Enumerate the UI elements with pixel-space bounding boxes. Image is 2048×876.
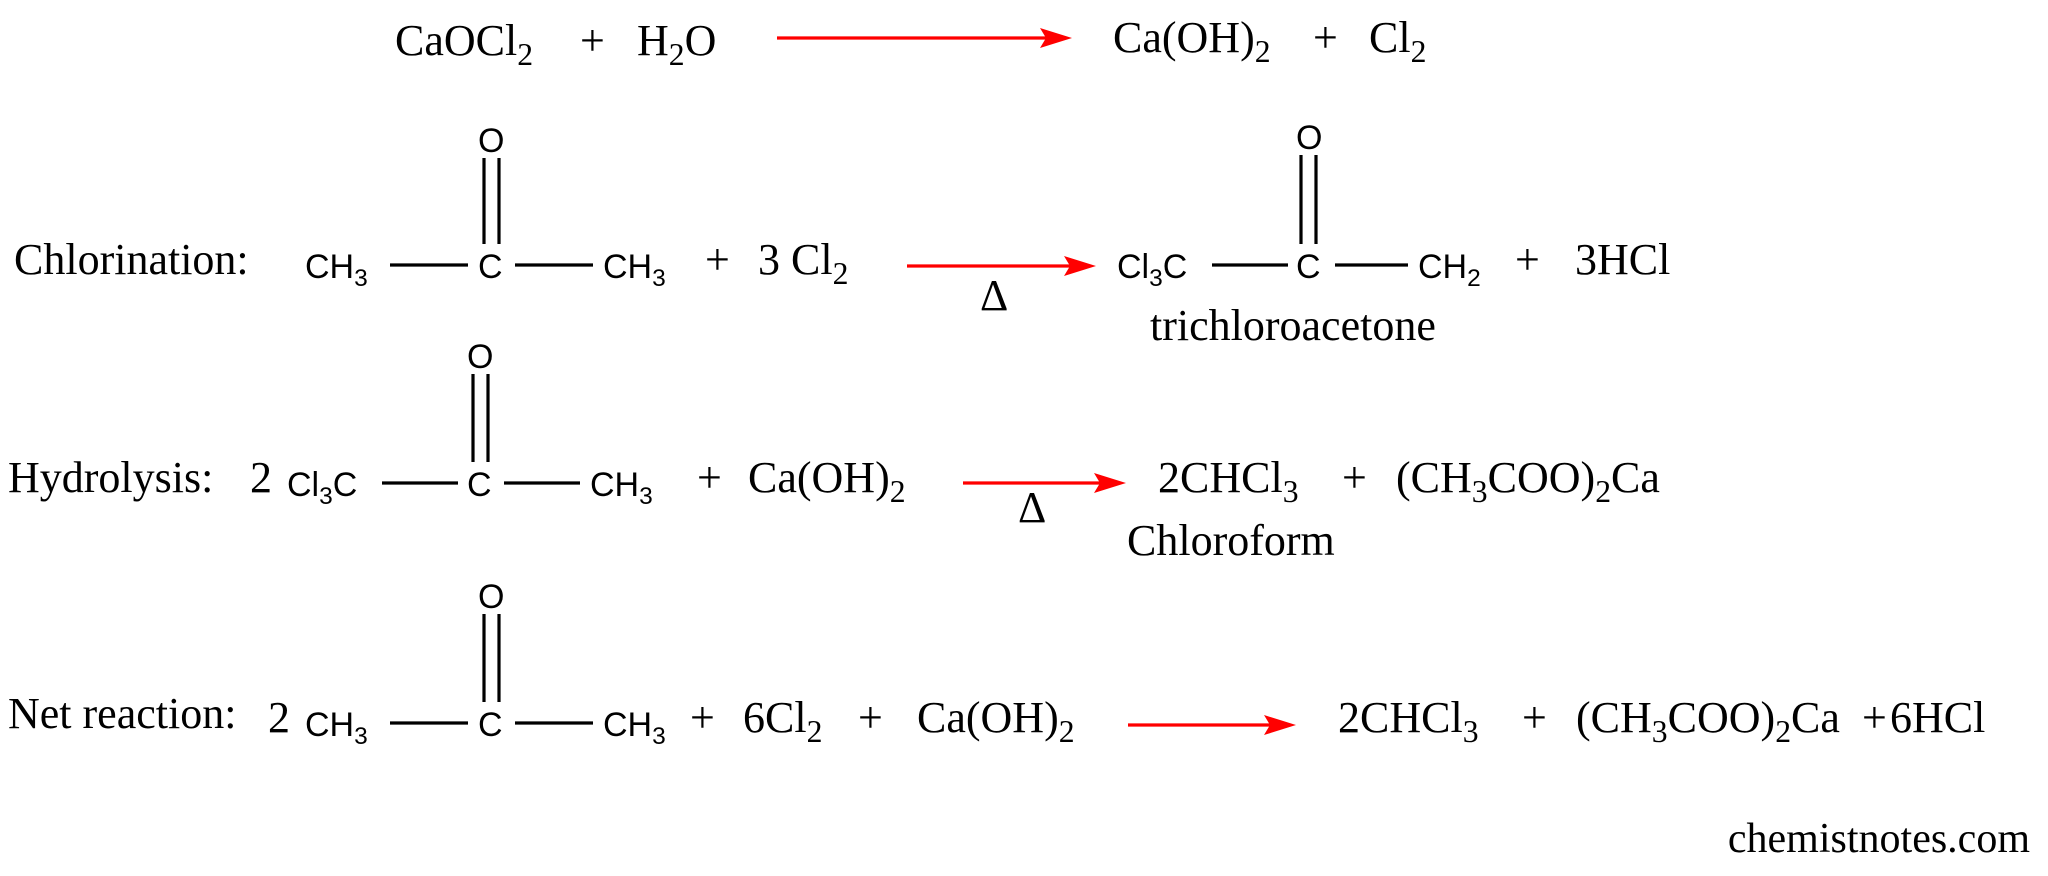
r4-chlorine-reagent: 6Cl2	[743, 693, 822, 749]
reaction-1: CaOCl2 + H2O Ca(OH)2 + Cl2	[395, 13, 1426, 72]
r4-plus-4: +	[1862, 693, 1887, 742]
r4-calcium-acetate: (CH3COO)2Ca	[1576, 693, 1840, 749]
r3-calcium-acetate: (CH3COO)2Ca	[1396, 453, 1660, 509]
r2-plus-1: +	[705, 235, 730, 284]
r4-chloroform: 2CHCl3	[1338, 693, 1479, 749]
r1-arrow	[777, 28, 1072, 48]
reaction-4-net: Net reaction: 2 CH3 C CH3 O + 6Cl2 + Ca(…	[8, 578, 1985, 750]
r3-calcium-hydroxide: Ca(OH)2	[748, 453, 906, 509]
r3-label: Hydrolysis:	[8, 453, 213, 502]
reaction-3-hydrolysis: Hydrolysis: 2 Cl3C C CH3 O + Ca(OH)2 Δ 2…	[8, 338, 1660, 565]
r4-acetone-ch3-right: CH3	[603, 706, 666, 750]
r2-heat-symbol: Δ	[980, 271, 1008, 320]
r3-product-name: Chloroform	[1127, 516, 1335, 565]
r1-water: H2O	[637, 16, 716, 72]
r3-heat-symbol: Δ	[1018, 483, 1046, 532]
r3-arrow	[963, 473, 1126, 493]
r2-hcl: 3HCl	[1575, 235, 1670, 284]
r2-arrow	[907, 256, 1096, 276]
r4-calcium-hydroxide: Ca(OH)2	[917, 693, 1075, 749]
r3-plus-1: +	[697, 453, 722, 502]
r2-plus-2: +	[1515, 235, 1540, 284]
r2-acetone-ch3-left: CH3	[305, 248, 368, 292]
r4-plus-1: +	[690, 693, 715, 742]
r4-coefficient: 2	[268, 693, 290, 742]
r3-trichloroacetone-ch3: CH3	[590, 466, 653, 510]
r3-coefficient: 2	[250, 453, 272, 502]
r4-arrow	[1128, 715, 1296, 735]
r2-chlorine-reagent: 3 Cl2	[758, 235, 848, 291]
r2-acetone-ch3-right: CH3	[603, 248, 666, 292]
r2-product-oxygen: O	[1296, 119, 1322, 157]
r3-plus-2: +	[1342, 453, 1367, 502]
r1-plus-2: +	[1313, 13, 1338, 62]
r1-calcium-oxychloride: CaOCl2	[395, 16, 533, 72]
r4-plus-2: +	[858, 693, 883, 742]
r4-label: Net reaction:	[8, 689, 236, 738]
r3-trichloroacetone-carbon: C	[467, 466, 492, 504]
r2-product-carbon: C	[1296, 248, 1321, 286]
reaction-2-chlorination: Chlorination: CH3 C CH3 O + 3 Cl2 Δ Cl3C…	[14, 119, 1670, 350]
r3-trichloroacetone-ccl3: Cl3C	[287, 466, 357, 510]
r4-hcl: 6HCl	[1890, 693, 1985, 742]
watermark: chemistnotes.com	[1728, 816, 2030, 862]
r1-plus-1: +	[580, 16, 605, 65]
r3-chloroform: 2CHCl3	[1158, 453, 1299, 509]
r2-product-ccl3: Cl3C	[1117, 248, 1187, 292]
r3-trichloroacetone-oxygen: O	[467, 338, 493, 376]
r2-acetone-carbon: C	[478, 248, 503, 286]
r4-plus-3: +	[1522, 693, 1547, 742]
r2-product-name: trichloroacetone	[1150, 301, 1436, 350]
r4-acetone-carbon: C	[478, 706, 503, 744]
r2-acetone-oxygen: O	[478, 122, 504, 160]
r1-chlorine: Cl2	[1369, 13, 1426, 69]
r1-calcium-hydroxide: Ca(OH)2	[1113, 13, 1271, 69]
r4-acetone-oxygen: O	[478, 578, 504, 616]
r2-label: Chlorination:	[14, 235, 249, 284]
r4-acetone-ch3-left: CH3	[305, 706, 368, 750]
r2-product-ch2: CH2	[1418, 248, 1481, 292]
